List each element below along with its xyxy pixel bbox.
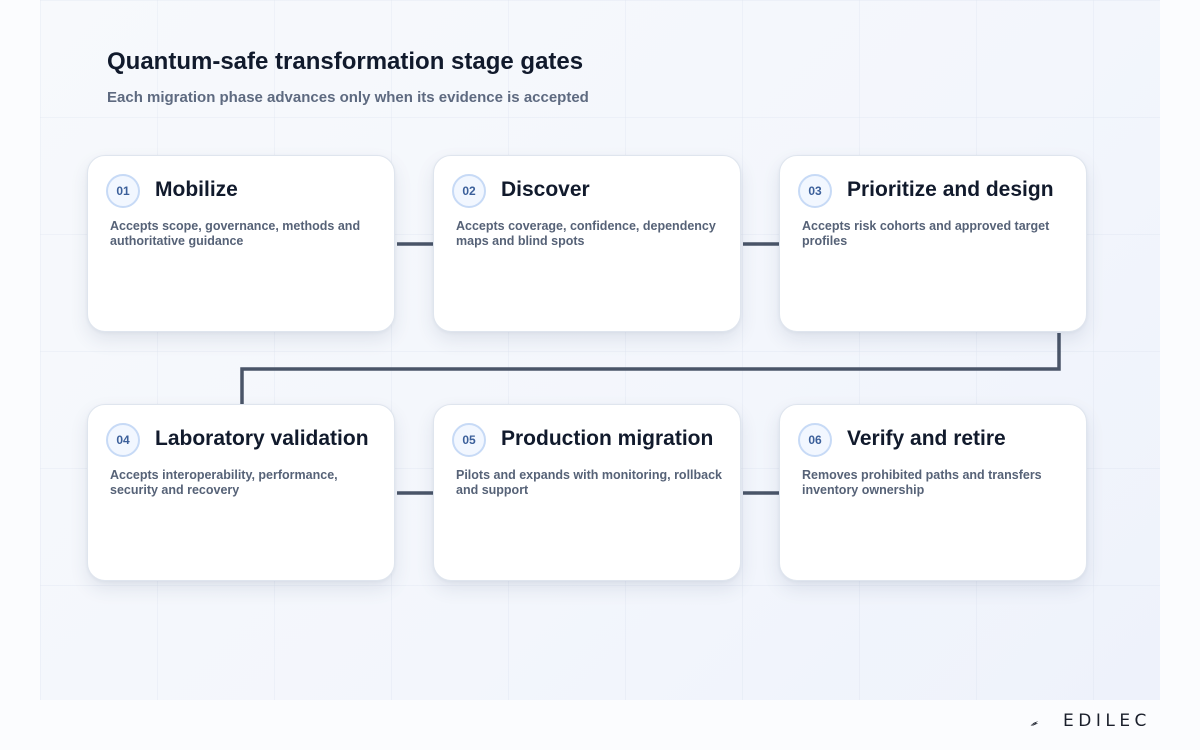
stage-description: Accepts interoperability, performance, s… — [110, 468, 338, 497]
stage-number-badge: 05 — [452, 423, 486, 457]
stage-card-04: 04 Laboratory validation Accepts interop… — [87, 404, 395, 581]
stage-title: Prioritize and design — [847, 178, 1054, 201]
stage-number-badge: 03 — [798, 174, 832, 208]
background-panel — [40, 0, 1160, 700]
stage-title: Laboratory validation — [155, 427, 369, 450]
stage-title: Discover — [501, 178, 590, 201]
background-grid — [40, 0, 1160, 700]
stage-card-03: 03 Prioritize and design Accepts risk co… — [779, 155, 1087, 332]
connector-03-04 — [240, 333, 1061, 404]
stage-description: Pilots and expands with monitoring, roll… — [456, 468, 723, 497]
stage-description: Accepts scope, governance, methods and a… — [110, 219, 361, 248]
page-title: Quantum-safe transformation stage gates — [107, 48, 584, 75]
stage-description: Removes prohibited paths and transfers i… — [802, 468, 1042, 497]
stage-description: Accepts risk cohorts and approved target… — [802, 219, 1050, 248]
stage-description: Accepts coverage, confidence, dependency… — [456, 219, 716, 248]
stage-title: Production migration — [501, 427, 714, 450]
brand-name: EDILEC — [1063, 711, 1151, 731]
stage-card-05: 05 Production migration Pilots and expan… — [433, 404, 741, 581]
stage-number-badge: 06 — [798, 423, 832, 457]
stage-number-badge: 01 — [106, 174, 140, 208]
stage-card-02: 02 Discover Accepts coverage, confidence… — [433, 155, 741, 332]
stage-card-06: 06 Verify and retire Removes prohibited … — [779, 404, 1087, 581]
page-subtitle: Each migration phase advances only when … — [107, 89, 589, 106]
stage-number-badge: 04 — [106, 423, 140, 457]
stage-title: Verify and retire — [847, 427, 1006, 450]
brand-logo-icon — [1030, 721, 1039, 726]
stage-number-badge: 02 — [452, 174, 486, 208]
stage-card-01: 01 Mobilize Accepts scope, governance, m… — [87, 155, 395, 332]
stage-title: Mobilize — [155, 178, 238, 201]
